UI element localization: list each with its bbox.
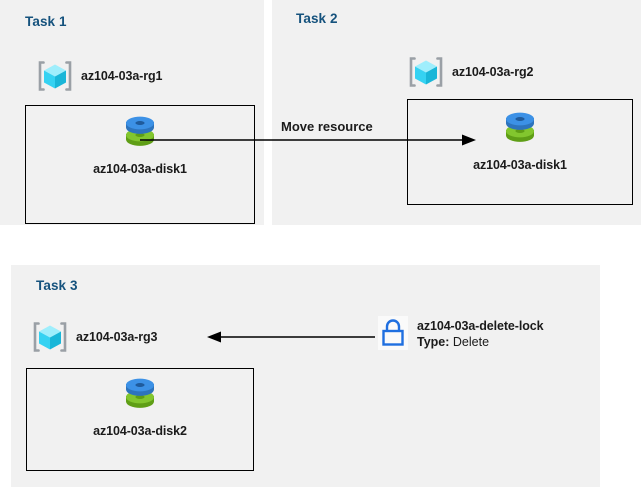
task-title-task2: Task 2 (296, 11, 338, 26)
disk-label-task1: az104-03a-disk1 (93, 162, 187, 176)
task-panel-task1 (0, 0, 264, 225)
resource-container-task2 (407, 99, 633, 205)
lock-text-block: az104-03a-delete-lock Type: Delete (417, 316, 544, 350)
resource-group-cube-icon (36, 57, 74, 95)
lock-icon (378, 316, 408, 350)
managed-disk-icon (60, 112, 220, 158)
disk-label-task2: az104-03a-disk1 (473, 158, 567, 172)
task-title-task1: Task 1 (25, 14, 67, 29)
lock-name-label: az104-03a-delete-lock (417, 319, 544, 333)
delete-lock-node: az104-03a-delete-lock Type: Delete (378, 316, 544, 350)
resource-group-cube-icon (407, 53, 445, 91)
resource-group-node-task3: az104-03a-rg3 (31, 318, 157, 356)
lock-type-row: Type: Delete (417, 334, 543, 350)
resource-group-label-task1: az104-03a-rg1 (81, 69, 163, 83)
move-resource-caption: Move resource (281, 119, 373, 134)
resource-group-label-task3: az104-03a-rg3 (76, 330, 158, 344)
task-panel-task2 (272, 0, 641, 225)
managed-disk-icon (60, 374, 220, 420)
move-resource-arrow (140, 134, 476, 146)
resource-group-label-task2: az104-03a-rg2 (452, 65, 534, 79)
task-panel-task3 (11, 265, 600, 487)
resource-group-node-task1: az104-03a-rg1 (36, 57, 162, 95)
resource-container-task3 (26, 368, 254, 471)
disk-node-task1: az104-03a-disk1 (60, 112, 220, 176)
managed-disk-icon (440, 108, 600, 154)
apply-lock-arrow (207, 331, 375, 343)
disk-node-task2: az104-03a-disk1 (440, 108, 600, 172)
lock-type-value: Delete (452, 335, 490, 349)
lock-type-key: Type: (417, 335, 450, 349)
resource-group-node-task2: az104-03a-rg2 (407, 53, 533, 91)
task-title-task3: Task 3 (36, 278, 78, 293)
disk-node-task3: az104-03a-disk2 (60, 374, 220, 438)
resource-group-cube-icon (31, 318, 69, 356)
disk-label-task3: az104-03a-disk2 (93, 424, 187, 438)
resource-container-task1 (25, 105, 255, 224)
